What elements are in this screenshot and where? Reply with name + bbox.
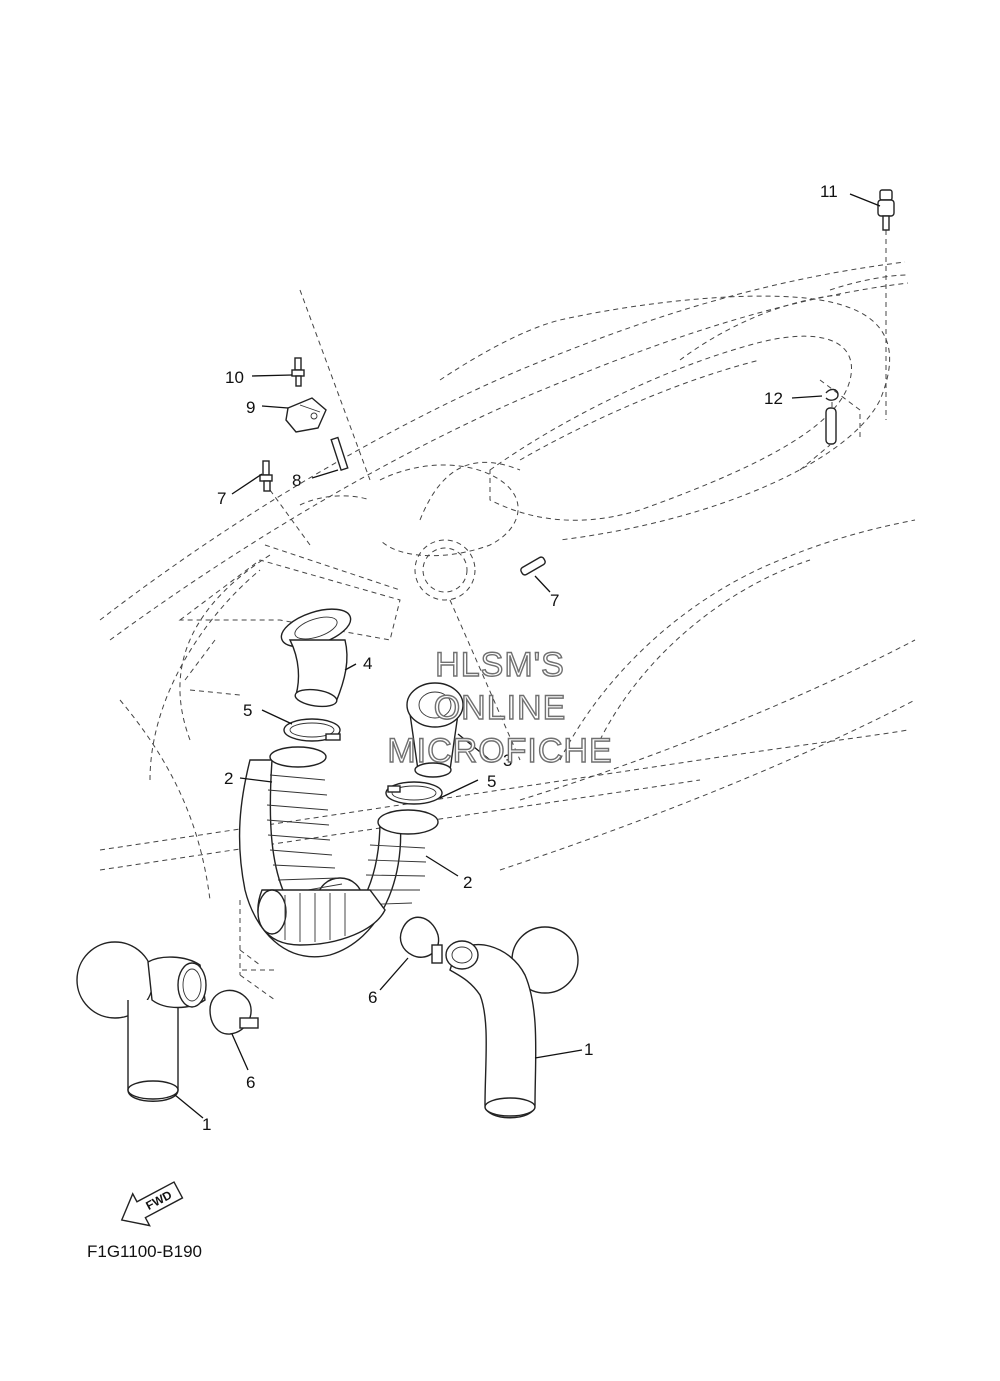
part-5-clamp-lower — [385, 781, 443, 805]
part-12-clip — [825, 388, 839, 445]
bellows-ribs-upper — [266, 774, 427, 906]
watermark: HLSM'S ONLINE MICROFICHE — [387, 645, 613, 770]
callout-11: 11 — [820, 182, 838, 201]
leader-lines — [174, 193, 881, 1119]
part-1-elbow-right — [445, 926, 579, 1119]
callout-2-upper: 2 — [224, 769, 233, 788]
watermark-line-2: ONLINE — [434, 689, 567, 727]
part-1-elbow-left — [76, 941, 207, 1102]
callout-labels: 11 10 9 12 8 7 7 4 5 3 2 5 2 6 1 6 1 — [202, 182, 838, 1134]
callout-1-left: 1 — [202, 1115, 211, 1134]
part-7-fitting-left — [259, 460, 273, 492]
callout-3: 3 — [503, 751, 512, 770]
forward-arrow-icon: FWD — [120, 1181, 184, 1227]
callout-5-lower: 5 — [487, 772, 496, 791]
part-7-fitting-right — [520, 556, 546, 576]
callout-5-upper: 5 — [243, 701, 252, 720]
part-3-duct — [406, 682, 464, 778]
part-8-pin — [330, 436, 349, 472]
watermark-line-3: MICROFICHE — [387, 732, 612, 770]
part-4-duct — [280, 608, 352, 708]
callout-12: 12 — [764, 389, 783, 408]
callout-6-right: 6 — [368, 988, 377, 1007]
callout-6-left: 6 — [246, 1073, 255, 1092]
explode-axis-lines — [239, 230, 887, 1001]
part-9-cover — [285, 397, 327, 433]
part-2-bellows-hose-lower — [257, 889, 386, 946]
watermark-line-1: HLSM'S — [435, 646, 565, 684]
diagram-code: F1G1100-B190 — [87, 1242, 202, 1261]
callout-1-right: 1 — [584, 1040, 593, 1059]
part-6-clamp-left — [209, 989, 259, 1035]
callout-7-right: 7 — [550, 591, 559, 610]
callout-8: 8 — [292, 471, 301, 490]
part-6-clamp-right — [399, 916, 443, 964]
callout-10: 10 — [225, 368, 244, 387]
hull-outline — [99, 261, 916, 971]
callout-9: 9 — [246, 398, 255, 417]
part-11-fitting — [877, 189, 895, 231]
part-5-clamp-upper — [283, 718, 341, 742]
bellows-ribs-lower — [284, 893, 346, 942]
part-10-rivet — [291, 357, 305, 387]
callout-2-lower: 2 — [463, 873, 472, 892]
callout-7-left: 7 — [217, 489, 226, 508]
callout-4: 4 — [363, 654, 372, 673]
